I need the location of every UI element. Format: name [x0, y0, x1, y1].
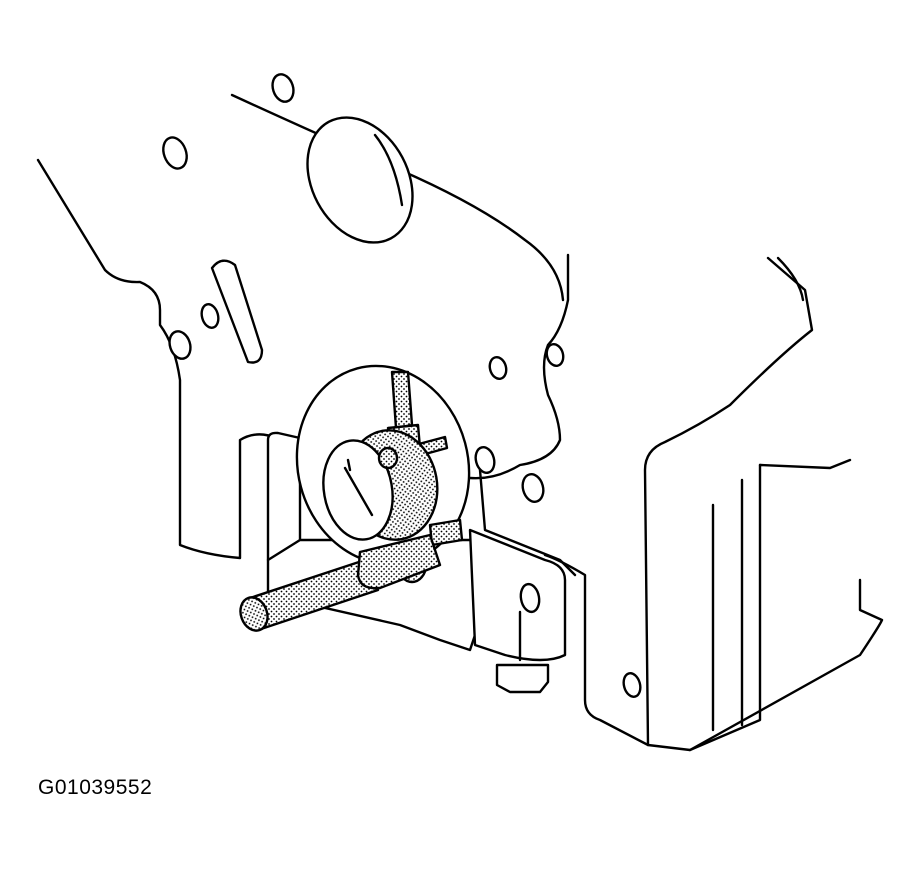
- figure-id-label: G01039552: [38, 776, 153, 799]
- probe-rod: [239, 533, 442, 632]
- bolt-holes: [162, 73, 642, 698]
- bore-opening: [306, 116, 414, 244]
- engine-block-outline: [36, 93, 884, 752]
- engine-block-illustration: [36, 73, 884, 752]
- drain-bolt: [495, 663, 550, 694]
- dial-indicator-callout: [295, 364, 471, 584]
- adjustment-slot: [210, 259, 264, 364]
